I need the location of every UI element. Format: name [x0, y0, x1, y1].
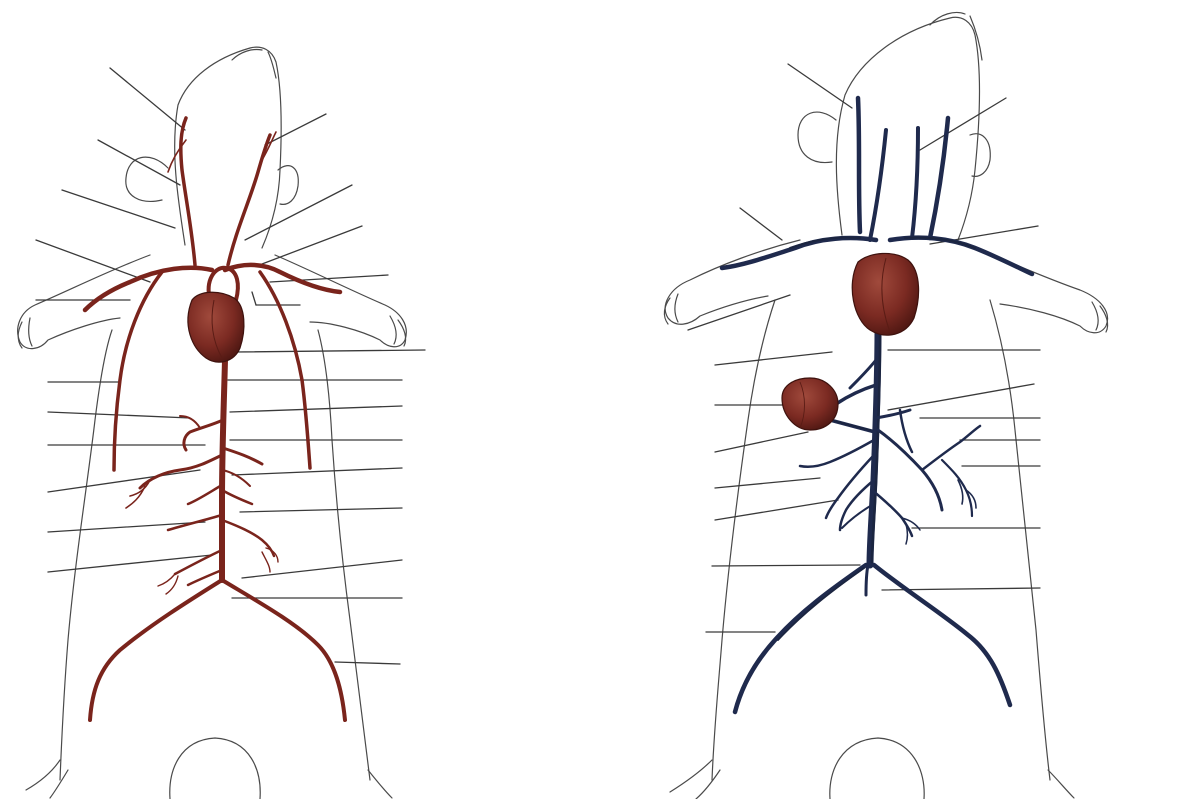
- gonadal-artery-right: [222, 490, 252, 504]
- gonadal-vein-right: [872, 490, 912, 536]
- rat-right-ear: [278, 166, 298, 205]
- leader-line: [232, 468, 402, 475]
- rat-right-hindleg: [368, 770, 392, 798]
- lumbar-artery-right: [222, 520, 274, 556]
- rat-right-ear: [970, 134, 990, 177]
- mesenteric-branch-1: [922, 426, 980, 470]
- rat-right-foreleg: [275, 255, 406, 347]
- liver-shape: [782, 378, 838, 430]
- arterial-panel: [18, 47, 425, 799]
- caudal-artery-left: [175, 550, 222, 574]
- rat-right-foreleg: [968, 245, 1108, 333]
- mesenteric-branch-2: [942, 460, 972, 516]
- rat-left-body: [60, 330, 112, 780]
- renal-vein-right: [876, 410, 910, 418]
- rat-tail-base: [170, 738, 260, 799]
- heart-right: [852, 253, 918, 335]
- leader-line: [62, 190, 175, 228]
- caudal-left-twig: [158, 574, 178, 594]
- leader-line: [335, 662, 400, 664]
- lumbar-right-twig: [262, 548, 278, 572]
- hepatic-vein-2: [850, 360, 876, 388]
- renal-vein-left-highlight: [834, 421, 870, 430]
- lumbar-artery-left: [168, 515, 222, 530]
- rat-left-forepaw: [664, 294, 678, 324]
- right-internal-jugular-vein: [912, 128, 918, 238]
- right-iliac-vein: [874, 565, 1010, 705]
- left-iliac-highlight: [778, 568, 864, 640]
- splenic-vein: [800, 440, 874, 467]
- leader-line: [98, 140, 180, 185]
- left-thoracic-artery: [114, 272, 162, 470]
- leader-line: [688, 295, 790, 330]
- leader-line: [240, 508, 402, 512]
- rat-left-ear: [798, 112, 836, 162]
- venous-panel: [664, 12, 1107, 799]
- leader-line: [36, 240, 150, 282]
- arterial-leader-lines: [36, 68, 425, 664]
- right-external-jugular-vein: [930, 118, 948, 238]
- leader-line: [48, 555, 212, 572]
- venous-leader-lines: [688, 64, 1040, 632]
- left-subclavian-vein: [722, 238, 876, 268]
- renal-artery-left: [140, 455, 222, 488]
- leader-line: [48, 412, 190, 418]
- leader-line: [712, 565, 860, 566]
- leader-line: [715, 500, 838, 520]
- rat-right-body: [990, 300, 1050, 780]
- rat-left-ear: [126, 157, 168, 201]
- right-thoracic-artery: [260, 272, 310, 468]
- leader-line: [230, 406, 402, 412]
- leader-line: [265, 114, 326, 145]
- mesenteric-branch-3: [900, 410, 912, 452]
- hepatic-vein: [836, 385, 876, 404]
- leader-line: [48, 470, 200, 492]
- leader-line: [715, 478, 820, 488]
- rat-left-hindleg: [26, 760, 68, 798]
- heart-left-shape: [188, 292, 244, 362]
- right-iliac-artery: [222, 580, 345, 720]
- rat-right-hindleg: [1048, 770, 1074, 798]
- small-branch: [222, 470, 250, 486]
- leader-line: [715, 432, 808, 452]
- caudal-vein: [866, 565, 868, 595]
- leader-line: [920, 98, 1006, 150]
- left-internal-jugular-vein: [870, 130, 886, 240]
- rat-left-body: [712, 300, 775, 780]
- rat-snout-outline: [930, 12, 982, 60]
- leader-line: [235, 350, 425, 352]
- leader-line: [245, 185, 352, 240]
- leader-line: [110, 68, 185, 130]
- left-carotid-artery: [181, 118, 195, 265]
- rat-snout-outline: [232, 49, 276, 78]
- left-iliac-artery: [90, 580, 222, 720]
- heart-left: [188, 292, 244, 362]
- renal-artery-right: [223, 448, 262, 464]
- rat-tail-base: [830, 738, 924, 799]
- leader-line: [740, 208, 782, 240]
- gonadal-artery-left: [188, 485, 222, 504]
- leader-line: [715, 352, 832, 365]
- heart-right-shape: [852, 253, 918, 335]
- leader-line: [262, 226, 362, 264]
- left-iliac-vein: [735, 565, 866, 712]
- leader-line: [242, 560, 402, 578]
- mesenteric-vein-main: [878, 430, 942, 510]
- leader-line: [788, 64, 852, 108]
- liver-organ: [782, 378, 838, 430]
- leader-line: [252, 292, 256, 305]
- left-external-jugular-vein: [858, 98, 860, 232]
